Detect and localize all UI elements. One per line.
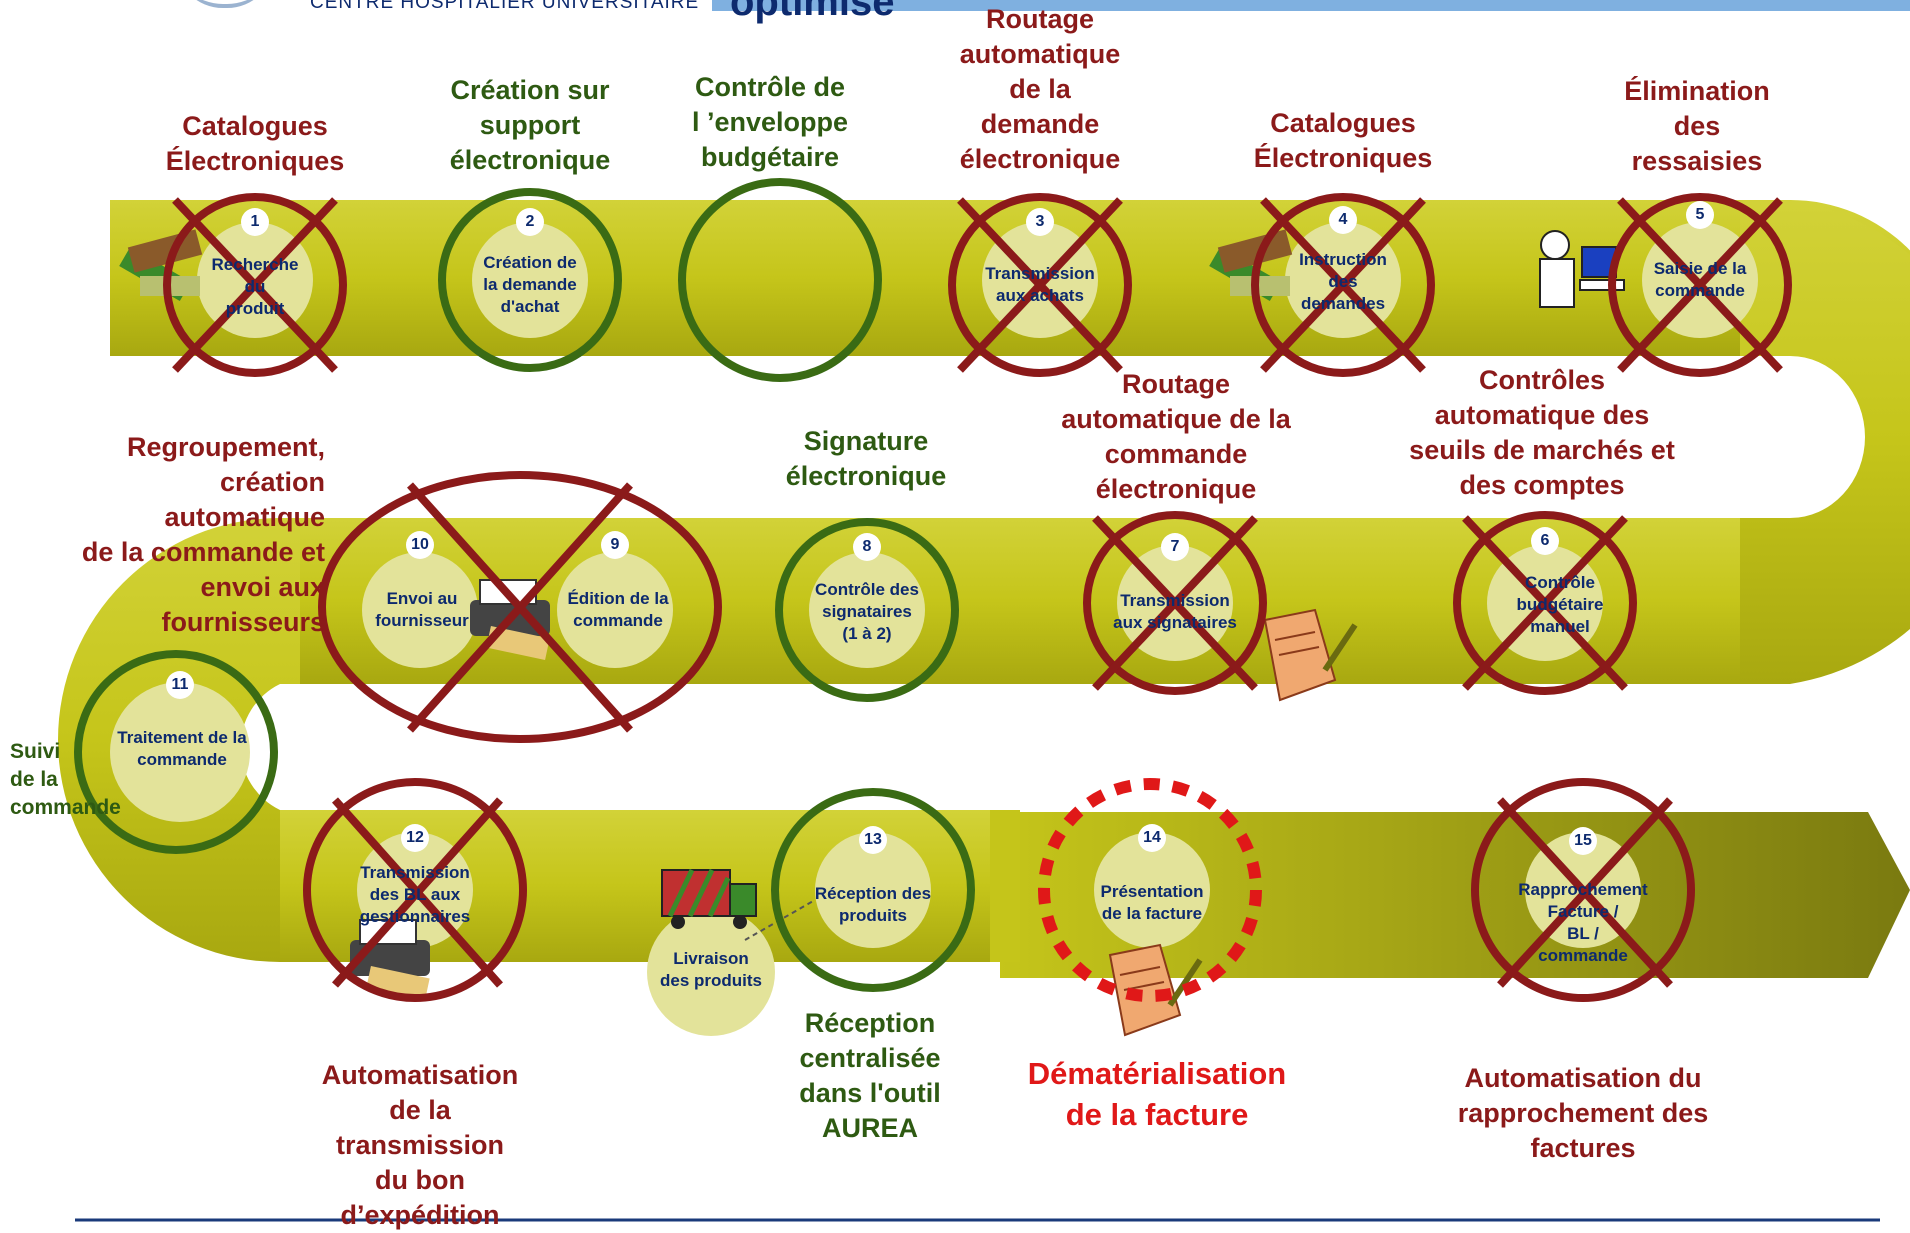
step-number-5: 5 — [1686, 201, 1714, 229]
annotation-8: Signature électronique — [785, 426, 947, 491]
header-org: CENTRE HOSPITALIER UNIVERSITAIRE — [310, 0, 700, 13]
step-number-1: 1 — [241, 208, 269, 236]
step-number-15: 15 — [1569, 827, 1597, 855]
cross-5 — [1608, 193, 1792, 377]
step-label-14: Présentation de la facture — [1100, 882, 1204, 923]
step-label-12: Transmission des BL aux gestionnaires — [359, 863, 471, 926]
annotation-7: Routage automatique de la commande élect… — [1061, 369, 1291, 504]
band-row2-rightcap — [1740, 356, 1880, 536]
cross-1 — [163, 193, 347, 377]
step-number-9: 9 — [601, 531, 629, 559]
node-9 — [557, 552, 673, 668]
kept-rings — [74, 178, 975, 992]
annotation-10: Regroupement, création automatique de la… — [81, 432, 325, 637]
step-label-5: Saisie de la commande — [1653, 259, 1747, 300]
step-number-6: 6 — [1531, 527, 1559, 555]
band-row3-fill — [990, 810, 1020, 962]
document-signature-icon — [1108, 943, 1203, 1037]
delivery-truck-icon — [661, 868, 757, 929]
step-number-3: 3 — [1026, 208, 1054, 236]
ring-budget — [678, 178, 882, 382]
dashed-ring-14 — [1038, 778, 1262, 1002]
step-label-15: Rapprochement Facture / BL / commande — [1518, 880, 1648, 965]
header-bar — [712, 0, 1910, 11]
annotation-15: Automatisation du rapprochement des fact… — [1457, 1063, 1709, 1163]
node-10 — [362, 552, 478, 668]
node-11 — [110, 682, 250, 822]
annotation-3: Routage automatique de la demande électr… — [959, 4, 1121, 174]
cross-6 — [1453, 511, 1637, 695]
annotation-14: Dématérialisation de la facture — [1027, 1056, 1287, 1132]
step-label-13: Réception des produits — [814, 884, 932, 925]
step-number-12: 12 — [401, 824, 429, 852]
step-label-10: Envoi au fournisseur — [375, 589, 469, 630]
step-number-10: 10 — [406, 531, 434, 559]
document-signature-icon — [1263, 608, 1358, 702]
step-number-11: 11 — [166, 671, 194, 699]
header-title: optimisé — [730, 0, 895, 24]
step-label-7: Transmission aux signataires — [1113, 591, 1237, 632]
cross-3 — [948, 193, 1132, 377]
ring-13 — [771, 788, 975, 992]
annotation-5: Élimination des ressaisies — [1624, 76, 1770, 176]
cross-9-10 — [318, 471, 722, 743]
step-number-2: 2 — [516, 208, 544, 236]
step-label-11: Traitement de la commande — [117, 728, 247, 769]
node-2 — [472, 222, 588, 338]
annotation-13: Réception centralisée dans l'outil AUREA — [799, 1008, 941, 1143]
step-label-3: Transmission aux achats — [985, 264, 1095, 305]
step-number-13: 13 — [859, 826, 887, 854]
annotation-budget: Contrôle de l ’enveloppe budgétaire — [691, 72, 849, 172]
node-14 — [1094, 832, 1210, 948]
cross-4 — [1251, 193, 1435, 377]
node-13 — [815, 832, 931, 948]
ring-11 — [74, 650, 278, 854]
ring-2 — [438, 188, 622, 372]
books-icon — [1209, 229, 1293, 302]
annotation-2: Création sur support électronique — [449, 75, 611, 175]
cross-7 — [1083, 511, 1267, 695]
step-number-4: 4 — [1329, 206, 1357, 234]
crossed-steps — [163, 193, 1792, 1002]
node-8 — [809, 552, 925, 668]
cross-15 — [1471, 778, 1695, 1002]
step-number-8: 8 — [853, 533, 881, 561]
step-label-1: Recherche du produit — [211, 255, 299, 318]
cross-12 — [303, 778, 527, 1002]
logo-arc — [175, 0, 275, 8]
delivery-label: Livraison des produits — [659, 949, 762, 990]
annotation-1: Catalogues Électroniques — [165, 111, 345, 176]
step-label-4: Instruction des demandes — [1299, 250, 1387, 313]
step-number-14: 14 — [1138, 824, 1166, 852]
step-label-6: Contrôle budgétaire manuel — [1516, 573, 1604, 636]
ring-8 — [775, 518, 959, 702]
node-delivery — [647, 908, 775, 1036]
annotation-11: Suivi de la commande — [10, 740, 121, 819]
step-label-2: Création de la demande d'achat — [483, 253, 577, 316]
annotation-6: Contrôles automatique des seuils de marc… — [1409, 365, 1675, 500]
step-number-7: 7 — [1161, 533, 1189, 561]
annotation-4: Catalogues Électroniques — [1253, 108, 1433, 173]
step-label-8: Contrôle des signataires (1 à 2) — [815, 580, 919, 643]
step-label-9: Édition de la commande — [567, 589, 669, 630]
annotation-12: Automatisation de la transmission du bon… — [321, 1060, 519, 1230]
